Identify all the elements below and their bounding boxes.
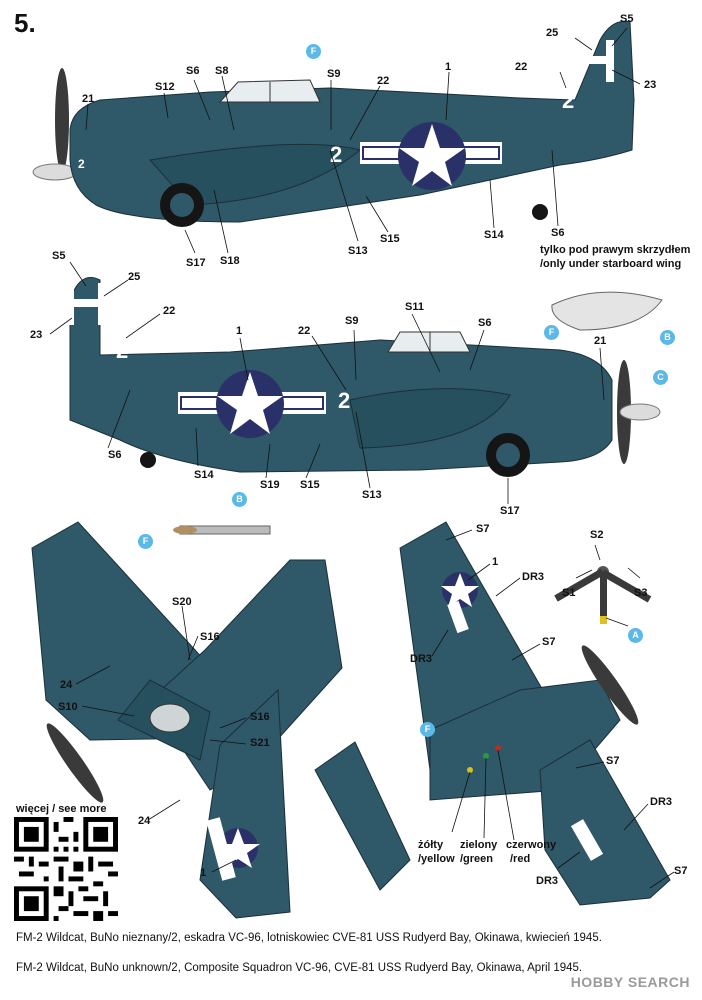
aircraft-underside-view-right: [314, 521, 671, 906]
labelprop-s3: S3: [634, 587, 648, 599]
labelbr-s7: S7: [476, 523, 490, 535]
leader-lines: [49, 27, 675, 889]
labelbl-s10: S10: [58, 701, 78, 713]
badge-f-1: F: [306, 44, 321, 59]
label-s6: S6: [186, 65, 200, 77]
label2-s13: S13: [362, 489, 382, 501]
note-starboard-en: /only under starboard wing: [540, 258, 682, 270]
aircraft-side-view-left: 2 2 2: [32, 20, 635, 227]
badge-b-2: B: [232, 492, 247, 507]
labelbl-s21: S21: [250, 737, 270, 749]
label-25: 25: [546, 27, 559, 39]
qr-code[interactable]: [14, 817, 118, 921]
watermark: HOBBY SEARCH: [570, 974, 690, 990]
label2-s6b: S6: [478, 317, 492, 329]
label-s17: S17: [186, 257, 206, 269]
svg-text:2: 2: [78, 157, 85, 171]
badge-f-4: F: [420, 722, 435, 737]
label-22b: 22: [377, 75, 390, 87]
labelbr-dr3c: DR3: [650, 796, 673, 808]
labelbl-s16b: S16: [250, 711, 270, 723]
propeller-detail: [554, 566, 652, 624]
labelbr-s7c: S7: [606, 755, 620, 767]
badge-f-2: F: [544, 325, 559, 340]
badge-b-1: B: [660, 330, 675, 345]
note-green-en: /green: [460, 853, 494, 865]
label2-22: 22: [163, 305, 176, 317]
label2-s5: S5: [52, 250, 66, 262]
note-starboard-pl: tylko pod prawym skrzydłem: [540, 244, 691, 256]
label-s18: S18: [220, 255, 240, 267]
svg-text:2: 2: [116, 338, 128, 363]
note-yellow-en: /yellow: [418, 853, 455, 865]
label2-s19: S19: [260, 479, 280, 491]
caption-polish: FM-2 Wildcat, BuNo nieznany/2, eskadra V…: [16, 932, 602, 944]
label2-22b: 22: [298, 325, 311, 337]
label-s12: S12: [155, 81, 175, 93]
qr-heading: więcej / see more: [16, 803, 107, 815]
badge-a-1: A: [628, 628, 643, 643]
labelbl-24: 24: [60, 679, 73, 691]
svg-text:2: 2: [562, 88, 574, 113]
label-s8: S8: [215, 65, 229, 77]
label2-s11: S11: [405, 301, 424, 313]
label2-s15: S15: [300, 479, 320, 491]
label2-s17: S17: [500, 505, 520, 517]
labelbl-s20: S20: [172, 596, 192, 608]
note-yellow-pl: żółty: [418, 839, 444, 851]
label2-23: 23: [30, 329, 43, 341]
labelbr-s7b: S7: [542, 636, 556, 648]
label2-s6: S6: [108, 449, 122, 461]
labelbl-s16: S16: [200, 631, 220, 643]
label-s9: S9: [327, 68, 341, 80]
labelbr-dr3d: DR3: [536, 875, 559, 887]
labelprop-s1: S1: [562, 587, 576, 599]
labelbr-1: 1: [492, 556, 499, 568]
label-s6b: S6: [551, 227, 565, 239]
label2-25: 25: [128, 271, 141, 283]
plate-number: 5.: [14, 8, 36, 38]
caption-english: FM-2 Wildcat, BuNo unknown/2, Composite …: [16, 962, 583, 974]
labelprop-s2: S2: [590, 529, 604, 541]
label2-s14: S14: [194, 469, 214, 481]
note-red-en: /red: [510, 853, 531, 865]
label-s14: S14: [484, 229, 504, 241]
label2-1: 1: [236, 325, 243, 337]
labelbl-24b: 24: [138, 815, 151, 827]
label-s5: S5: [620, 13, 634, 25]
label-s15: S15: [380, 233, 400, 245]
label-s13: S13: [348, 245, 368, 257]
labelbr-dr3: DR3: [522, 571, 545, 583]
svg-text:2: 2: [338, 388, 350, 413]
svg-text:2: 2: [330, 142, 342, 167]
label-1: 1: [445, 61, 452, 73]
label-21: 21: [82, 93, 95, 105]
label-23: 23: [644, 79, 657, 91]
aircraft-side-view-right: 2 2: [66, 277, 663, 535]
labelbr-s7d: S7: [674, 865, 688, 877]
labelbr-dr3b: DR3: [410, 653, 433, 665]
aircraft-underside-view-left: [31, 521, 343, 919]
labelbl-1: 1: [200, 867, 207, 879]
badge-c-1: C: [653, 370, 668, 385]
badge-f-3: F: [138, 534, 153, 549]
label2-21: 21: [594, 335, 607, 347]
note-green-pl: zielony: [460, 839, 498, 851]
label-22: 22: [515, 61, 528, 73]
note-red-pl: czerwony: [506, 839, 557, 851]
label2-s9: S9: [345, 315, 359, 327]
